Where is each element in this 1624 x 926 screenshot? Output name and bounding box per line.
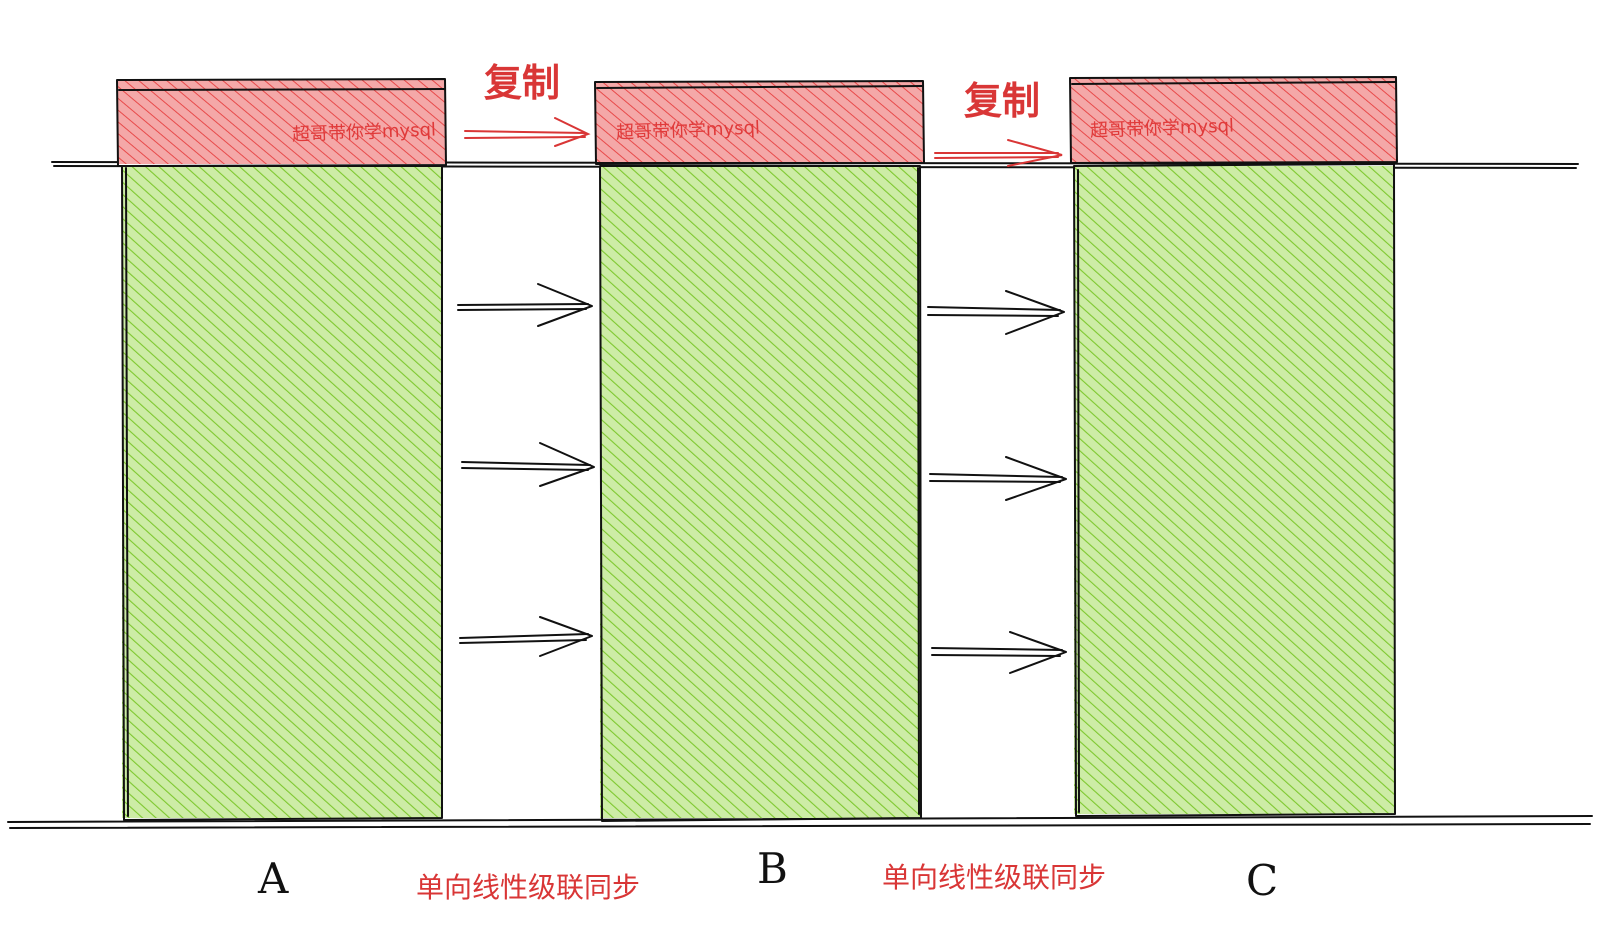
server-c-watermark: 超哥带你学mysql [1089,115,1235,142]
sync-label-b-to-c: 单向线性级联同步 [882,861,1107,894]
server-c-copy-block [1069,76,1398,164]
server-a-label: A [258,854,289,903]
server-b-copy-block [594,80,925,165]
server-a [116,78,447,821]
server-b-watermark: 超哥带你学mysql [615,117,761,144]
server-a-data-block [121,165,443,821]
copy-label-b-to-c: 复制 [964,79,1041,123]
server-c [1069,76,1398,817]
server-a-watermark: 超哥带你学mysql [291,119,437,146]
copy-arrow-a-to-b [464,117,591,147]
sync-label-a-to-b: 单向线性级联同步 [416,871,641,904]
server-c-label: C [1246,856,1279,905]
sync-arrows-b-to-c [927,290,1067,674]
server-b [594,80,925,822]
server-a-copy-block [116,78,447,167]
server-c-data-block [1073,163,1396,817]
server-b-label: B [757,844,788,893]
copy-arrow-b-to-c [934,139,1063,167]
copy-label-a-to-b: 复制 [484,61,561,105]
server-b-data-block [599,165,922,822]
sync-arrows-a-to-b [457,283,595,657]
